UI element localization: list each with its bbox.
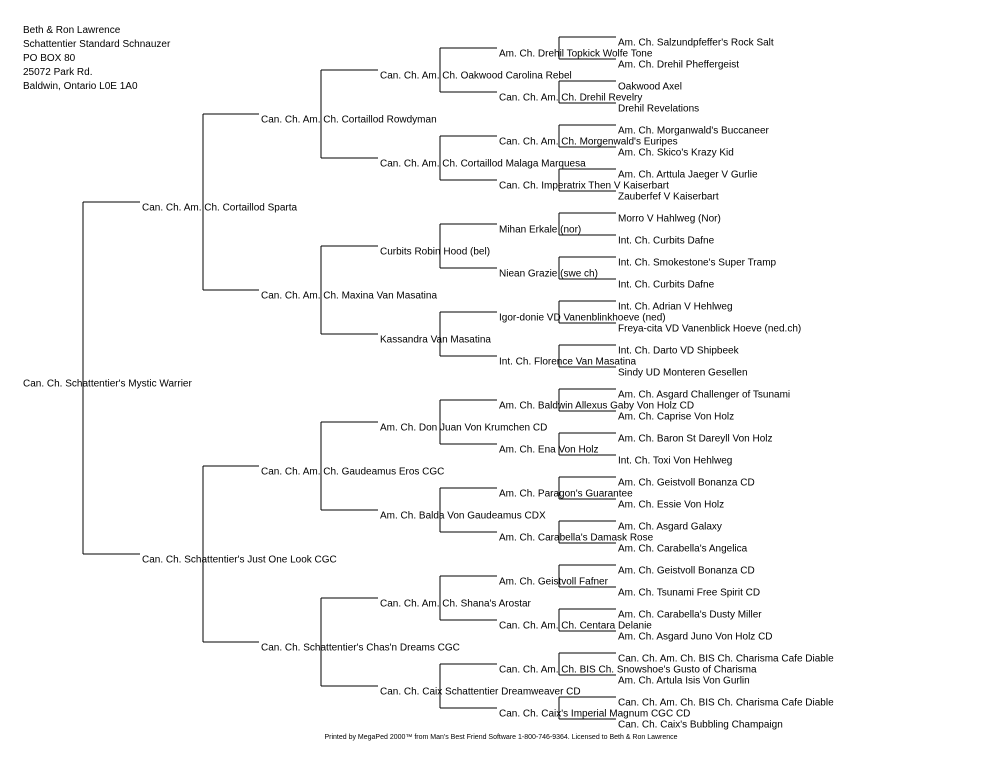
gen4-dog-name: Igor-donie VD Vanenblinkhoeve (ned) [499,313,666,324]
gen5-dog-name: Int. Ch. Curbits Dafne [618,280,715,291]
gen5-dog-name: Sindy UD Monteren Gesellen [618,368,748,379]
gen4-dog-name: Can. Ch. Am. Ch. Centara Delanie [499,621,652,632]
gen5-dog-name: Am. Ch. Essie Von Holz [618,500,724,511]
gen0-dog-name: Can. Ch. Schattentier's Mystic Warrier [23,379,192,390]
gen4-dog-name: Can. Ch. Am. Ch. Drehil Revelry [499,93,642,104]
gen1-dog-name: Can. Ch. Schattentier's Just One Look CG… [142,555,337,566]
gen5-dog-name: Can. Ch. Am. Ch. BIS Ch. Charisma Cafe D… [618,654,834,665]
gen3-dog-name: Can. Ch. Caix Schattentier Dreamweaver C… [380,687,581,698]
gen5-dog-name: Am. Ch. Asgard Galaxy [618,522,722,533]
gen5-dog-name: Can. Ch. Caix's Bubbling Champaign [618,720,783,731]
gen4-dog-name: Niean Grazie (swe ch) [499,269,598,280]
kennel-name: Schattentier Standard Schnauzer [23,39,171,50]
gen4-dog-name: Am. Ch. Baldwin Allexus Gaby Von Holz CD [499,401,694,412]
gen5-dog-name: Am. Ch. Caprise Von Holz [618,412,734,423]
gen4-dog-name: Am. Ch. Paragon's Guarantee [499,489,633,500]
print-footer: Printed by MegaPed 2000™ from Man's Best… [324,734,678,741]
gen5-dog-name: Int. Ch. Adrian V Hehlweg [618,302,733,313]
gen2-dog-name: Can. Ch. Am. Ch. Gaudeamus Eros CGC [261,467,444,478]
gen5-dog-name: Am. Ch. Artula Isis Von Gurlin [618,676,750,687]
gen4-dog-name: Am. Ch. Geistvoll Fafner [499,577,609,588]
gen5-dog-name: Am. Ch. Drehil Pheffergeist [618,60,739,71]
gen2-dog-name: Can. Ch. Am. Ch. Maxina Van Masatina [261,291,437,302]
gen3-dog-name: Can. Ch. Am. Ch. Shana's Arostar [380,599,532,610]
gen4-dog-name: Mihan Erkale (nor) [499,225,581,236]
gen4-dog-name: Can. Ch. Am. Ch. Morgenwald's Euripes [499,137,678,148]
gen5-dog-name: Am. Ch. Geistvoll Bonanza CD [618,478,755,489]
gen3-dog-name: Kassandra Van Masatina [380,335,491,346]
gen5-dog-name: Am. Ch. Morganwald's Buccaneer [618,126,770,137]
owner-pobox: PO BOX 80 [23,53,76,64]
gen5-dog-name: Oakwood Axel [618,82,682,93]
owner-road: 25072 Park Rd. [23,67,93,78]
gen4-dog-name: Can. Ch. Am. Ch. BIS Ch. Snowshoe's Gust… [499,665,757,676]
gen5-dog-name: Int. Ch. Curbits Dafne [618,236,715,247]
gen5-dog-name: Am. Ch. Salzundpfeffer's Rock Salt [618,38,774,49]
gen5-dog-name: Zauberfef V Kaiserbart [618,192,719,203]
gen5-dog-name: Am. Ch. Tsunami Free Spirit CD [618,588,760,599]
gen3-dog-name: Curbits Robin Hood (bel) [380,247,490,258]
gen5-dog-name: Drehil Revelations [618,104,699,115]
owner-name: Beth & Ron Lawrence [23,25,121,36]
gen4-dog-name: Am. Ch. Ena Von Holz [499,445,599,456]
owner-city: Baldwin, Ontario L0E 1A0 [23,81,138,92]
gen5-dog-name: Int. Ch. Darto VD Shipbeek [618,346,740,357]
gen5-dog-name: Freya-cita VD Vanenblick Hoeve (ned.ch) [618,324,801,335]
gen1-dog-name: Can. Ch. Am. Ch. Cortaillod Sparta [142,203,298,214]
gen4-dog-name: Int. Ch. Florence Van Masatina [499,357,637,368]
owner-address-block: Beth & Ron Lawrence Schattentier Standar… [23,24,170,94]
gen4-dog-name: Am. Ch. Carabella's Damask Rose [499,533,654,544]
gen4-dog-name: Am. Ch. Drehil Topkick Wolfe Tone [499,49,653,60]
gen5-dog-name: Am. Ch. Asgard Challenger of Tsunami [618,390,790,401]
gen2-dog-name: Can. Ch. Am. Ch. Cortaillod Rowdyman [261,115,437,126]
gen2-dog-name: Can. Ch. Schattentier's Chas'n Dreams CG… [261,643,460,654]
gen5-dog-name: Am. Ch. Arttula Jaeger V Gurlie [618,170,758,181]
gen3-dog-name: Can. Ch. Am. Ch. Oakwood Carolina Rebel [380,71,572,82]
gen5-dog-name: Am. Ch. Carabella's Angelica [618,544,748,555]
gen4-dog-name: Can. Ch. Caix's Imperial Magnum CGC CD [499,709,690,720]
gen5-dog-name: Int. Ch. Toxi Von Hehlweg [618,456,732,467]
gen4-dog-name: Can. Ch. Imperatrix Then V Kaiserbart [499,181,669,192]
gen3-dog-name: Can. Ch. Am. Ch. Cortaillod Malaga Marqu… [380,159,586,170]
gen3-dog-name: Am. Ch. Don Juan Von Krumchen CD [380,423,547,434]
gen5-dog-name: Int. Ch. Smokestone's Super Tramp [618,258,777,269]
gen5-dog-name: Am. Ch. Skico's Krazy Kid [618,148,734,159]
gen5-dog-name: Am. Ch. Baron St Dareyll Von Holz [618,434,773,445]
gen5-dog-name: Am. Ch. Geistvoll Bonanza CD [618,566,755,577]
gen5-dog-name: Can. Ch. Am. Ch. BIS Ch. Charisma Cafe D… [618,698,834,709]
gen5-dog-name: Am. Ch. Carabella's Dusty Miller [618,610,762,621]
gen5-dog-name: Morro V Hahlweg (Nor) [618,214,721,225]
gen5-dog-name: Am. Ch. Asgard Juno Von Holz CD [618,632,773,643]
gen3-dog-name: Am. Ch. Balda Von Gaudeamus CDX [380,511,546,522]
